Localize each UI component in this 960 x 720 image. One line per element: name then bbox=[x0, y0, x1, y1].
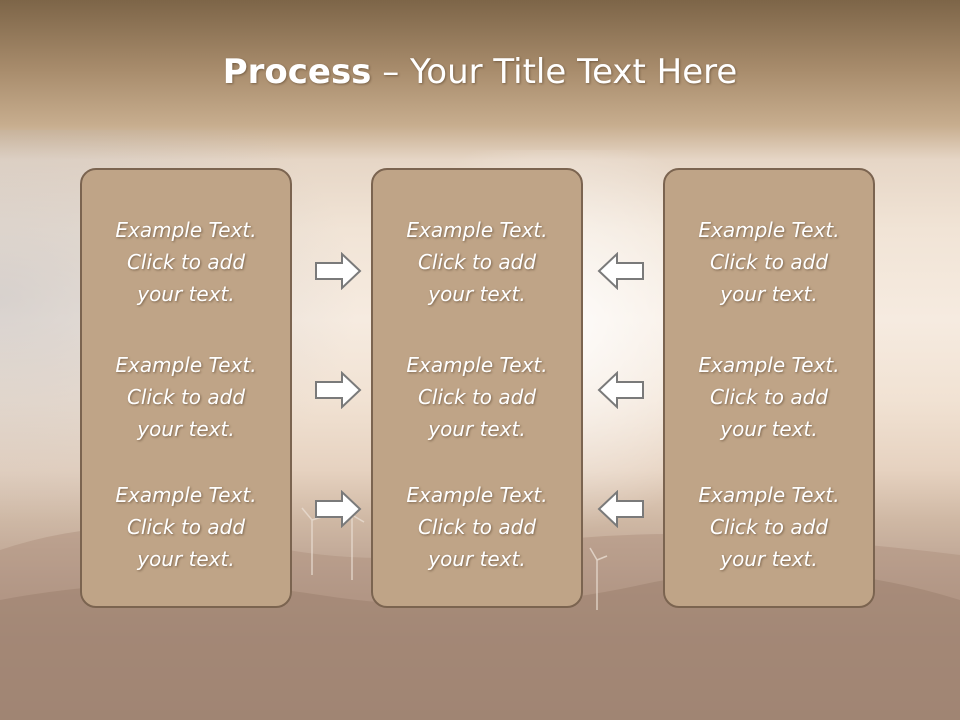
text-block[interactable]: Example Text. Click to add your text. bbox=[82, 479, 290, 575]
process-box-left[interactable]: Example Text. Click to add your text. Ex… bbox=[80, 168, 292, 608]
text-line: Example Text. bbox=[698, 218, 840, 242]
text-block[interactable]: Example Text. Click to add your text. bbox=[82, 214, 290, 310]
text-line: your text. bbox=[137, 547, 235, 571]
text-line: Example Text. bbox=[698, 353, 840, 377]
text-line: Example Text. bbox=[406, 218, 548, 242]
text-line: Example Text. bbox=[406, 483, 548, 507]
arrow-left-icon bbox=[597, 490, 644, 528]
text-line: Click to add bbox=[126, 515, 246, 539]
text-line: your text. bbox=[720, 547, 818, 571]
text-block[interactable]: Example Text. Click to add your text. bbox=[373, 214, 581, 310]
text-line: Click to add bbox=[417, 250, 537, 274]
arrow-right-icon bbox=[315, 252, 362, 290]
text-block[interactable]: Example Text. Click to add your text. bbox=[665, 479, 873, 575]
text-block[interactable]: Example Text. Click to add your text. bbox=[373, 349, 581, 445]
text-line: your text. bbox=[428, 547, 526, 571]
text-line: Click to add bbox=[417, 515, 537, 539]
process-box-right[interactable]: Example Text. Click to add your text. Ex… bbox=[663, 168, 875, 608]
text-line: Example Text. bbox=[115, 353, 257, 377]
text-line: Example Text. bbox=[698, 483, 840, 507]
arrow-left-icon bbox=[597, 252, 644, 290]
text-block[interactable]: Example Text. Click to add your text. bbox=[373, 479, 581, 575]
text-line: your text. bbox=[428, 417, 526, 441]
text-line: your text. bbox=[720, 417, 818, 441]
text-line: Example Text. bbox=[115, 218, 257, 242]
text-block[interactable]: Example Text. Click to add your text. bbox=[665, 214, 873, 310]
arrow-left-icon bbox=[597, 371, 644, 409]
text-line: Click to add bbox=[709, 385, 829, 409]
text-line: your text. bbox=[137, 282, 235, 306]
text-line: Click to add bbox=[126, 385, 246, 409]
arrow-right-icon bbox=[315, 490, 362, 528]
arrow-right-icon bbox=[315, 371, 362, 409]
text-line: Example Text. bbox=[406, 353, 548, 377]
text-line: Click to add bbox=[417, 385, 537, 409]
text-line: Click to add bbox=[709, 250, 829, 274]
title-bold: Process bbox=[222, 52, 372, 92]
text-line: Example Text. bbox=[115, 483, 257, 507]
text-line: your text. bbox=[137, 417, 235, 441]
text-line: your text. bbox=[720, 282, 818, 306]
text-block[interactable]: Example Text. Click to add your text. bbox=[665, 349, 873, 445]
title-rest: – Your Title Text Here bbox=[371, 52, 738, 92]
page-title[interactable]: Process – Your Title Text Here bbox=[0, 52, 960, 92]
text-line: Click to add bbox=[126, 250, 246, 274]
text-line: Click to add bbox=[709, 515, 829, 539]
text-block[interactable]: Example Text. Click to add your text. bbox=[82, 349, 290, 445]
text-line: your text. bbox=[428, 282, 526, 306]
process-box-center[interactable]: Example Text. Click to add your text. Ex… bbox=[371, 168, 583, 608]
